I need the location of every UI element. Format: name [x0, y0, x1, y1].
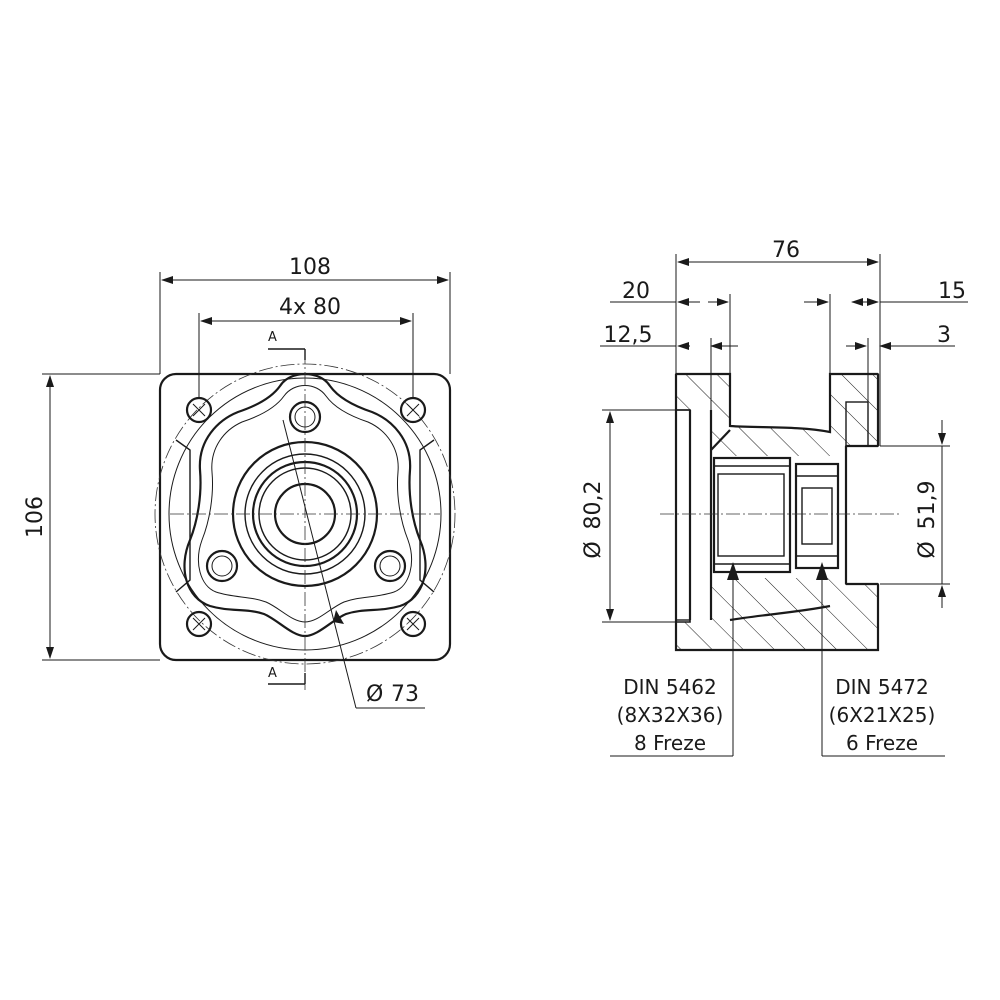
note-left-spec: (8X32X36) [617, 703, 724, 727]
dim-rear-step: 3 [937, 323, 951, 348]
dim-height-total: 106 [23, 496, 48, 538]
dim-rear-diameter-symbol: Ø [915, 541, 940, 558]
corner-hole-br [399, 610, 427, 638]
dim-rear-diameter: 51,9 [915, 481, 940, 530]
dim-pilot-diameter-symbol: Ø [581, 541, 606, 558]
front-view: A A 108 4x 80 106 Ø 73 [23, 255, 456, 709]
note-right-spec: (6X21X25) [829, 703, 936, 727]
lobe-hole-left [205, 549, 239, 583]
dim-pilot-diameter: 80,2 [581, 481, 606, 530]
lobe-hole-right [373, 549, 407, 583]
dim-rear-boss-length: 15 [938, 279, 966, 304]
note-right-standard: DIN 5472 [835, 675, 929, 699]
corner-hole-bl [185, 610, 213, 638]
note-right-teeth: 6 Freze [846, 731, 918, 755]
tri-lobe-flange [183, 373, 427, 638]
corner-hole-tr [399, 396, 427, 424]
dim-length-total: 76 [772, 238, 800, 263]
corner-hole-tl [185, 396, 213, 424]
dim-pilot-depth: 12,5 [604, 323, 653, 348]
section-mark-bottom: A [268, 666, 277, 681]
dim-width-total: 108 [289, 255, 331, 280]
dim-pitch-diameter-symbol: Ø [366, 682, 383, 707]
dim-hole-spacing: 4x 80 [279, 295, 341, 320]
dim-flange-thickness: 20 [622, 279, 650, 304]
dim-pitch-diameter: 73 [391, 682, 419, 707]
note-left-teeth: 8 Freze [634, 731, 706, 755]
section-mark-top: A [268, 330, 277, 345]
note-left-standard: DIN 5462 [623, 675, 717, 699]
section-view: 76 20 12,5 15 3 Ø 80,2 [581, 238, 968, 757]
